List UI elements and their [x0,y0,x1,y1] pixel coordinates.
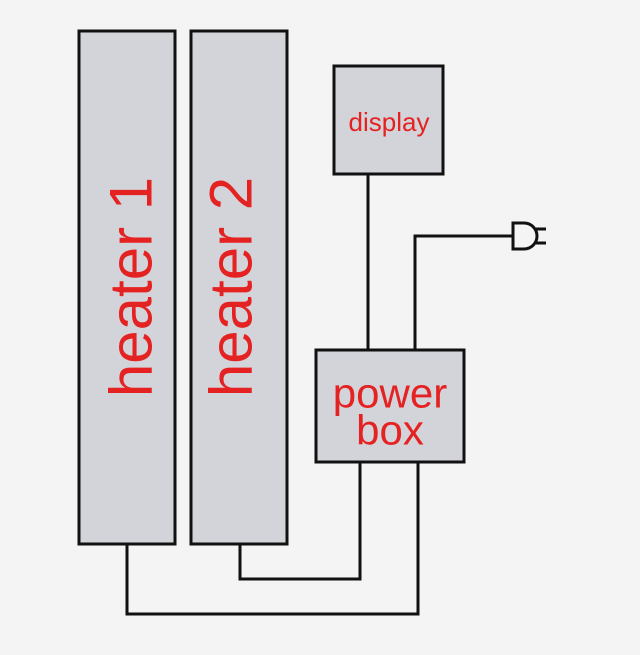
power-box-body [314,348,466,464]
power-plug-icon [511,221,546,251]
plug-head [511,221,539,251]
heater-2-body [189,29,289,546]
heater-2-wire [238,462,362,581]
power-box-label-line1: power [333,370,447,417]
heater-1: heater 1 [77,29,177,546]
power-to-plug-wire [413,234,513,350]
heater-1-label: heater 1 [98,177,165,397]
power-box: power box [314,348,466,464]
heater-1-body [77,29,177,546]
display-body [332,64,445,176]
heater-2: heater 2 [189,29,289,546]
heater-2-label: heater 2 [198,177,265,397]
power-box-label-line2: box [356,407,424,454]
display-label: display [349,107,430,137]
display-unit: display [332,64,445,176]
heater-1-wire [125,462,420,616]
